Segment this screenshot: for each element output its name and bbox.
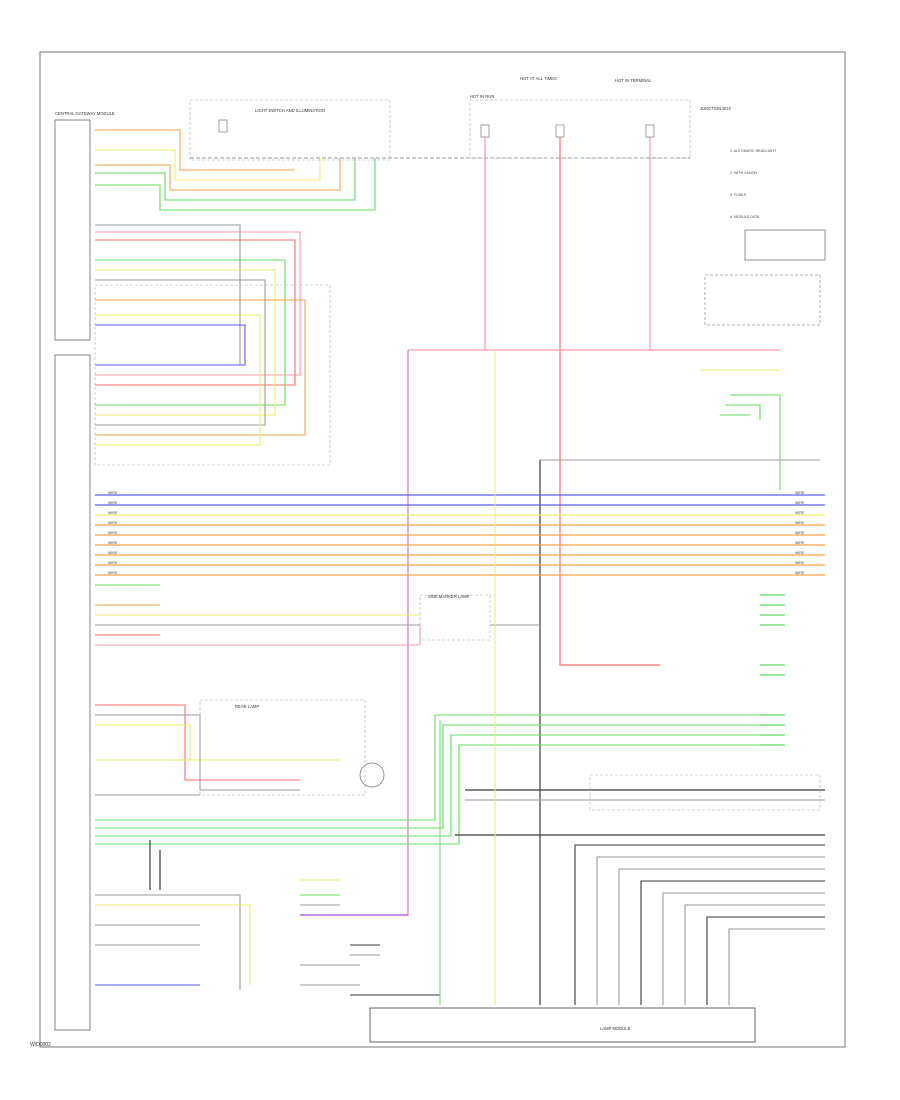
wire-green: [95, 744, 785, 845]
bus-label-right: WIRE: [795, 501, 805, 505]
light-switch-box: [189, 99, 391, 161]
module-label-lamp-module: LAMP MODULE: [600, 1026, 631, 1031]
bus-label-right: WIRE: [795, 541, 805, 545]
fuse-symbol: [645, 124, 655, 138]
diagram-frame: [39, 51, 846, 1048]
wire-green: [725, 404, 761, 420]
wire-orange: [95, 158, 341, 191]
wire-green: [95, 158, 356, 201]
wire-black: [640, 880, 825, 1005]
bus-label-left: WIRE: [108, 551, 118, 555]
legend-note: 1: AUTOMATIC HEADLIGHT: [730, 149, 777, 153]
harness-boundary: [94, 284, 331, 466]
wire-green: [95, 158, 376, 211]
gateway-connector-top: [54, 119, 91, 341]
fuse-symbol: [480, 124, 490, 138]
wire-black: [574, 844, 825, 1005]
module-label-hot-at-all-times: HOT AT ALL TIMES: [520, 76, 557, 81]
wire-gray: [618, 868, 825, 1005]
wire-yellow: [95, 314, 261, 446]
wire-orange: [95, 129, 295, 171]
module-label-junction-box: JUNCTION BOX: [700, 106, 731, 111]
legend-note: 3: FUSES: [730, 193, 747, 197]
wiring-connector-box: [589, 774, 821, 811]
lamp-module-box: [704, 274, 821, 326]
bus-label-right: WIRE: [795, 551, 805, 555]
module-label-rear-lamp: REAR LAMP: [235, 704, 259, 709]
wire-green: [95, 734, 785, 837]
wire-green: [95, 724, 785, 829]
bus-label-right: WIRE: [795, 531, 805, 535]
antenna-module: [744, 229, 826, 261]
diagram-code: W/D0002: [30, 1042, 51, 1048]
bus-label-left: WIRE: [108, 491, 118, 495]
label-layer: WIRE WIRE WIRE WIRE WIRE WIRE WIRE WIRE WIRE WIRE…: [108, 491, 805, 575]
wire-yellow: [95, 724, 340, 761]
wire-gray: [95, 894, 241, 990]
wire-gray: [95, 714, 300, 791]
wire-pink: [95, 625, 421, 646]
wire-red: [95, 704, 300, 781]
wire-gray: [728, 928, 825, 1005]
bottom-module-box: [369, 1007, 756, 1043]
bus-label-left: WIRE: [108, 501, 118, 505]
bus-label-right: WIRE: [795, 521, 805, 525]
bus-label-left: WIRE: [108, 541, 118, 545]
wire-gray: [95, 224, 241, 366]
module-label-central-gateway-module: CENTRAL GATEWAY MODULE: [55, 111, 115, 116]
bus-label-left: WIRE: [108, 521, 118, 525]
legend-note: 4: MODULE DATA: [730, 215, 760, 219]
wire-green: [95, 259, 286, 406]
gateway-connector-bottom: [54, 354, 91, 1031]
lamp-symbol: [359, 762, 385, 788]
wire-blue: [95, 324, 246, 366]
fuse-symbol: [218, 119, 228, 133]
fuse-symbol: [555, 124, 565, 138]
wire-yellow: [95, 269, 276, 416]
wire-violet: [300, 350, 409, 916]
wire-gray: [684, 904, 825, 1005]
wire-gray: [662, 892, 825, 1005]
bus-label-left: WIRE: [108, 511, 118, 515]
bus-label-left: WIRE: [108, 561, 118, 565]
component-layer: [39, 51, 846, 1048]
module-label-side-marker-lamp: SIDE MARKER LAMP: [428, 594, 470, 599]
fuse-area-box: [469, 99, 691, 159]
wire-pink: [95, 231, 301, 376]
wire-yellow: [95, 904, 251, 985]
bus-label-left: WIRE: [108, 531, 118, 535]
module-label-light-switch-module: LIGHT SWITCH AND ILLUMINATION: [255, 108, 325, 113]
module-layer: CENTRAL GATEWAY MODULE LIGHT SWITCH AND I…: [55, 76, 777, 1031]
wire-red: [95, 239, 296, 386]
wire-red: [559, 135, 660, 666]
wire-gray: [596, 856, 825, 1005]
wire-green: [730, 394, 781, 490]
wire-black: [706, 916, 825, 1005]
module-label-hot-in-run: HOT IN RUN: [470, 94, 494, 99]
side-marker-connector: [419, 594, 491, 641]
bus-label-right: WIRE: [795, 561, 805, 565]
bus-label-right: WIRE: [795, 491, 805, 495]
bus-label-right: WIRE: [795, 511, 805, 515]
wire-yellow: [95, 149, 321, 181]
wire-green: [95, 714, 785, 821]
module-label-hot-in-terminal: HOT IN TERMINAL: [615, 78, 652, 83]
wire-layer: [95, 129, 825, 1005]
wire-orange: [95, 299, 306, 436]
legend-note: 2: WITH XENON: [730, 171, 757, 175]
wire-gray: [95, 279, 266, 426]
bus-label-left: WIRE: [108, 571, 118, 575]
rear-lamp-box: [199, 699, 366, 796]
bus-label-right: WIRE: [795, 571, 805, 575]
